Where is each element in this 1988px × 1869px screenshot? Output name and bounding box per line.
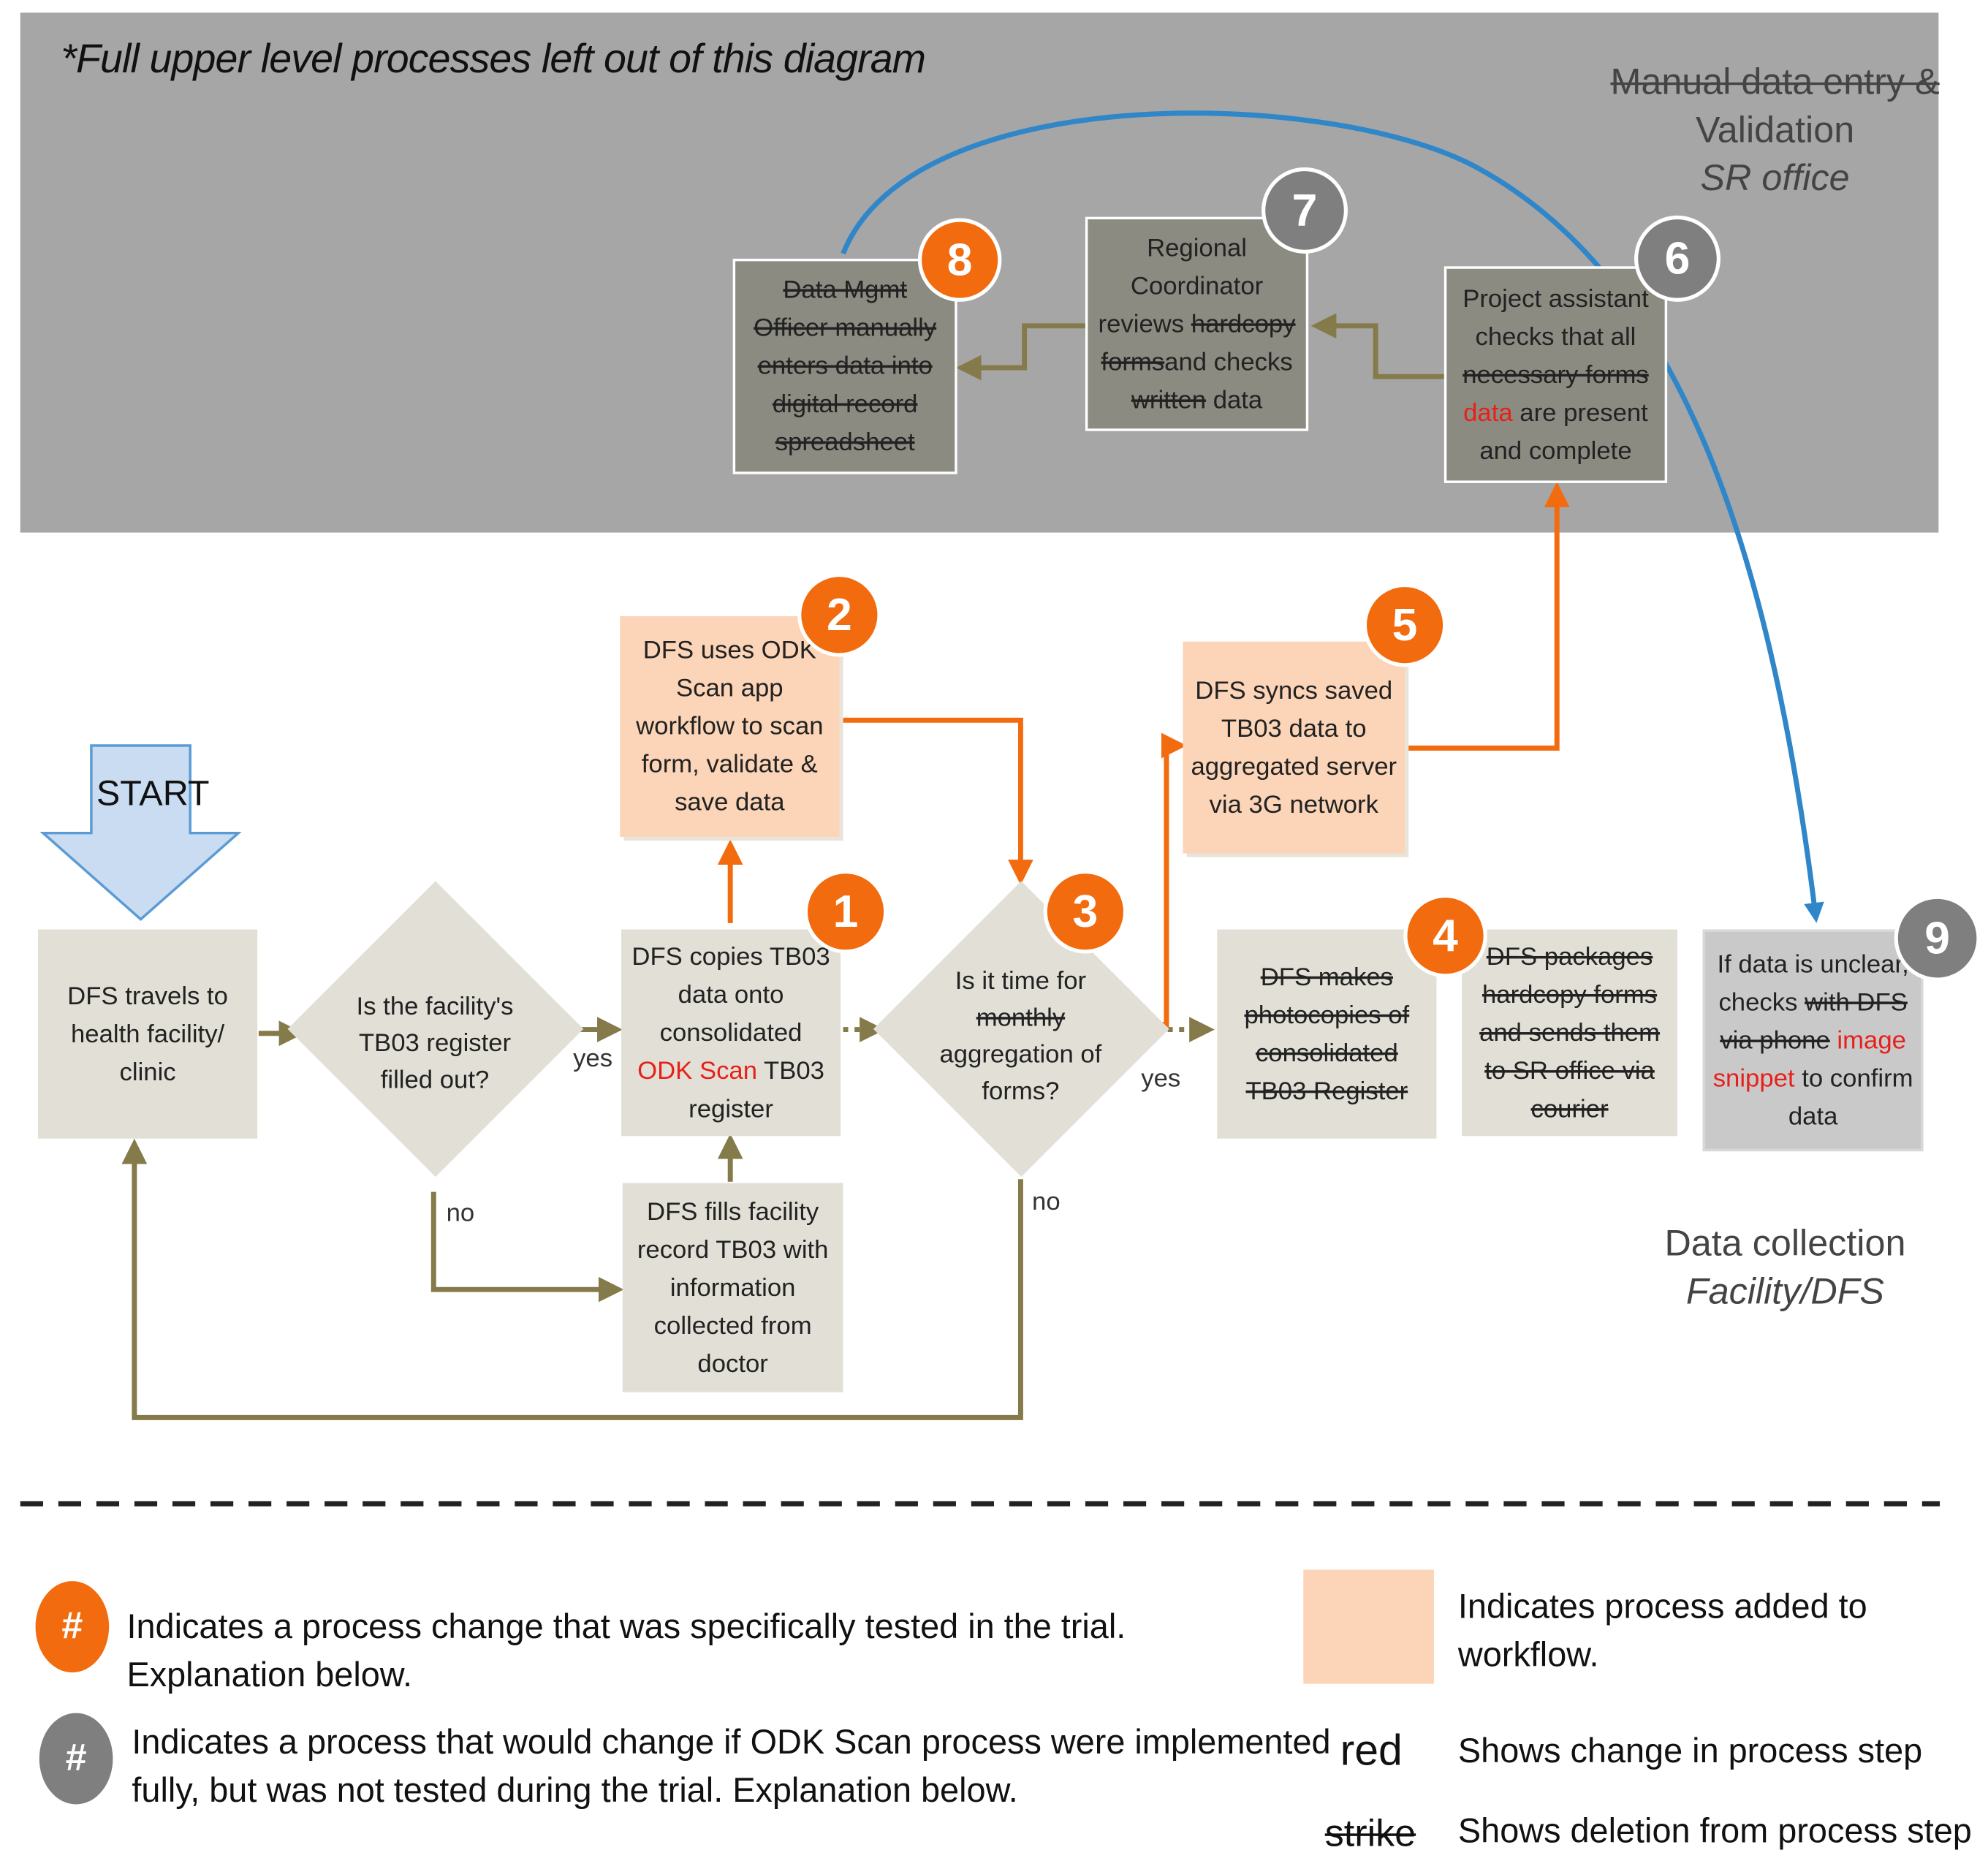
arrow-project-to-regional xyxy=(1310,313,1446,379)
arrow-q1-no xyxy=(430,1191,624,1303)
legend-strike-word: strike xyxy=(1324,1813,1416,1855)
arrow-loop-back xyxy=(121,1138,1023,1420)
edge-label-yes-1: yes xyxy=(573,1045,613,1073)
box-unclear-data: If data is unclear, checks with DFS via … xyxy=(1702,929,1924,1152)
legend-strike-text: Shows deletion from process step xyxy=(1457,1811,1972,1850)
badge-7: 7 xyxy=(1262,167,1348,254)
box-data-mgmt: Data Mgmt Officer manually enters data i… xyxy=(732,258,957,474)
box-fill-record: DFS fills facility record TB03 with info… xyxy=(622,1183,843,1392)
badge-6: 6 xyxy=(1634,215,1720,302)
decision-aggregation-text: Is it time for monthly aggregation of fo… xyxy=(939,967,1102,1106)
box-regional-coordinator: Regional Coordinator reviews hardcopy fo… xyxy=(1085,216,1309,431)
badge-3: 3 xyxy=(1043,870,1128,954)
start-arrow-shape xyxy=(39,744,242,921)
legend-orange-text: Indicates a process change that was spec… xyxy=(126,1607,1126,1694)
arrow-regional-to-datamgmt xyxy=(955,323,1088,381)
start-label: START xyxy=(96,773,210,813)
edge-label-yes-2: yes xyxy=(1141,1065,1181,1093)
box-travel: DFS travels to health facility/ clinic xyxy=(38,929,258,1139)
arrow-datamgmt-to-unclear xyxy=(841,110,1824,923)
legend-peach-swatch xyxy=(1303,1569,1434,1684)
badge-1: 1 xyxy=(803,870,888,954)
edge-label-no-2: no xyxy=(1032,1188,1061,1216)
badge-4: 4 xyxy=(1403,893,1487,978)
arrow-sync-to-project xyxy=(1407,482,1570,751)
legend-grey-badge: # xyxy=(35,1709,117,1808)
decision-register-text: Is the facility's TB03 register filled o… xyxy=(356,993,514,1095)
box-photocopy: DFS makes photocopies of consolidated TB… xyxy=(1217,929,1437,1139)
arrow-scan-to-q2 xyxy=(843,717,1033,885)
zone-label-sr-office: Manual data entry & Validation SR office xyxy=(1610,62,1940,200)
box-copy-tb03: DFS copies TB03 data onto consolidated O… xyxy=(621,929,841,1137)
box-scan-app: DFS uses ODK Scan app workflow to scan f… xyxy=(620,616,840,837)
legend-red-text: Shows change in process step xyxy=(1457,1732,1923,1770)
badge-5: 5 xyxy=(1362,583,1447,667)
badge-8: 8 xyxy=(917,218,1002,302)
legend-grey-text: Indicates a process that would change if… xyxy=(132,1723,1331,1810)
badge-2: 2 xyxy=(797,573,881,657)
box-project-assistant: Project assistant checks that all necess… xyxy=(1443,266,1668,483)
legend-orange-badge: # xyxy=(31,1577,113,1677)
edge-label-no-1: no xyxy=(446,1199,475,1228)
box-package: DFS packages hardcopy forms and sends th… xyxy=(1462,929,1678,1137)
box-sync-server: DFS syncs saved TB03 data to aggregated … xyxy=(1183,641,1405,854)
legend-peach-text: Indicates process added to workflow. xyxy=(1457,1587,1867,1674)
legend-red-word: red xyxy=(1340,1726,1403,1775)
badge-9: 9 xyxy=(1894,895,1981,982)
zone-label-facility: Data collection Facility/DFS xyxy=(1664,1223,1906,1313)
header-note: *Full upper level processes left out of … xyxy=(61,35,926,82)
